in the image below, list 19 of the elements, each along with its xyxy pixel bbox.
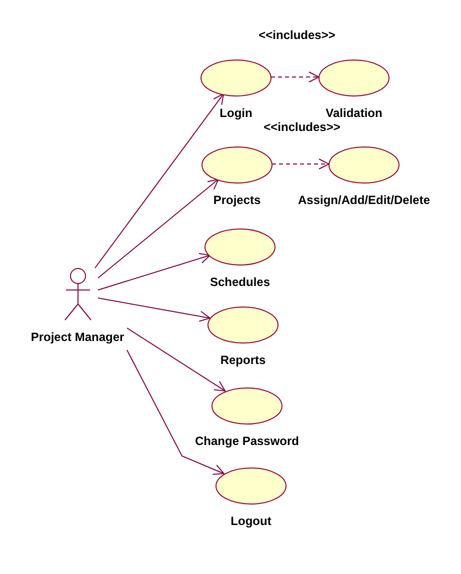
stereotype-label: <<includes>> <box>264 121 340 133</box>
use-case-label: Projects <box>213 194 261 206</box>
association-arrow <box>98 298 210 322</box>
use-case-label: Login <box>220 107 252 119</box>
actor-name: Project Manager <box>30 331 124 343</box>
use-case-label: Validation <box>326 107 382 119</box>
include-arrow <box>270 72 320 82</box>
include-arrow <box>272 158 330 170</box>
association-arrow <box>126 350 224 475</box>
use-case-label: Logout <box>230 515 272 527</box>
association-arrow <box>98 178 219 278</box>
use-case-label: Schedules <box>210 276 270 288</box>
stereotype-label: <<includes>> <box>258 29 336 41</box>
association-arrow <box>94 93 224 268</box>
use-case-label: Reports <box>220 354 266 366</box>
use-case-label: Change Password <box>194 435 300 447</box>
association-arrow <box>98 252 211 290</box>
association-arrow <box>126 328 226 392</box>
use-case-label: Assign/Add/Edit/Delete <box>298 194 430 206</box>
